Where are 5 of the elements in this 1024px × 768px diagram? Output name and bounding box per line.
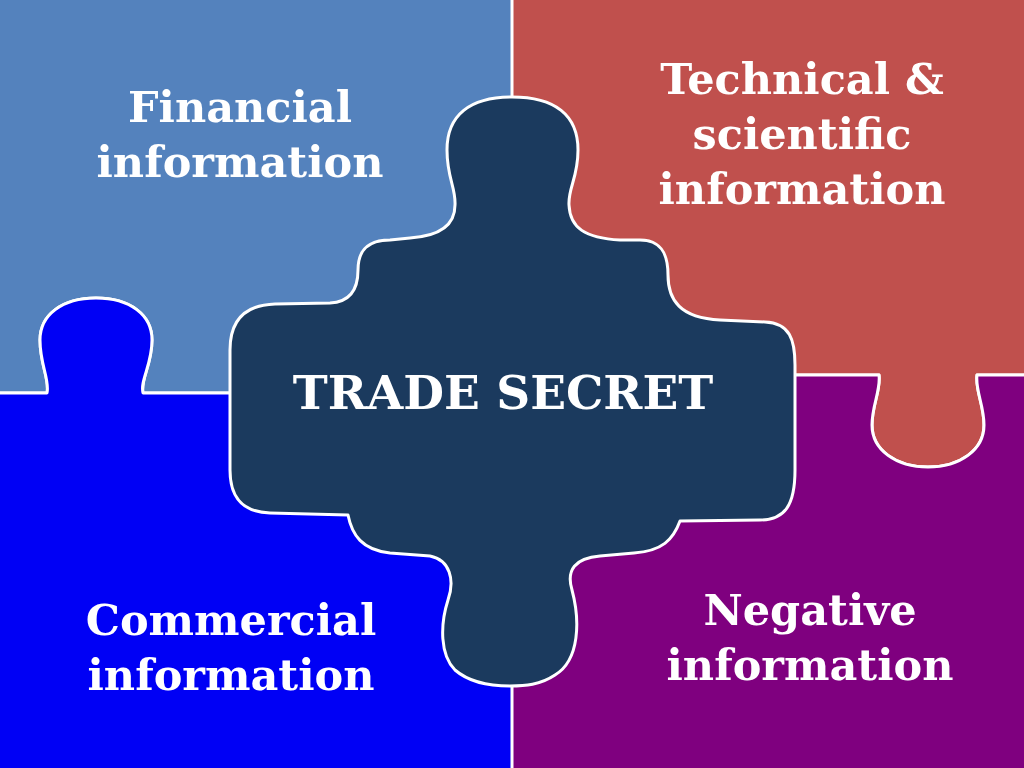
piece-label: Commercial information [84, 594, 378, 702]
piece-label: Technical & scientific information [657, 53, 947, 216]
piece-label: Financial information [95, 81, 385, 189]
piece-label: Negative information [665, 584, 955, 692]
piece-label: TRADE SECRET [291, 365, 715, 421]
